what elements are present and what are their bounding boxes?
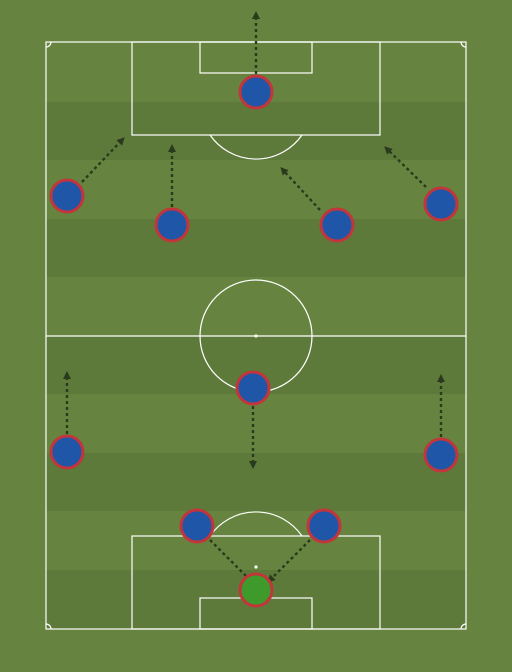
corner-arc xyxy=(460,41,467,48)
grass-stripe xyxy=(46,453,466,511)
goalkeeper-marker[interactable] xyxy=(238,572,274,608)
penalty-arc-bottom xyxy=(209,511,303,537)
penalty-arc-top xyxy=(209,134,303,160)
player-marker[interactable] xyxy=(238,74,274,110)
centre-spot xyxy=(254,334,258,338)
corner-arc xyxy=(460,623,467,630)
player-marker[interactable] xyxy=(49,178,85,214)
penalty-spot-bottom xyxy=(254,565,258,569)
player-marker[interactable] xyxy=(319,207,355,243)
corner-arc xyxy=(45,41,52,48)
grass-stripe xyxy=(46,219,466,277)
movement-arrow xyxy=(81,137,125,183)
player-marker[interactable] xyxy=(49,434,85,470)
corner-arc xyxy=(45,623,52,630)
player-marker[interactable] xyxy=(423,437,459,473)
player-marker[interactable] xyxy=(306,508,342,544)
player-marker[interactable] xyxy=(179,508,215,544)
player-marker[interactable] xyxy=(154,207,190,243)
player-marker[interactable] xyxy=(423,186,459,222)
player-marker[interactable] xyxy=(235,370,271,406)
grass-stripe xyxy=(46,102,466,160)
